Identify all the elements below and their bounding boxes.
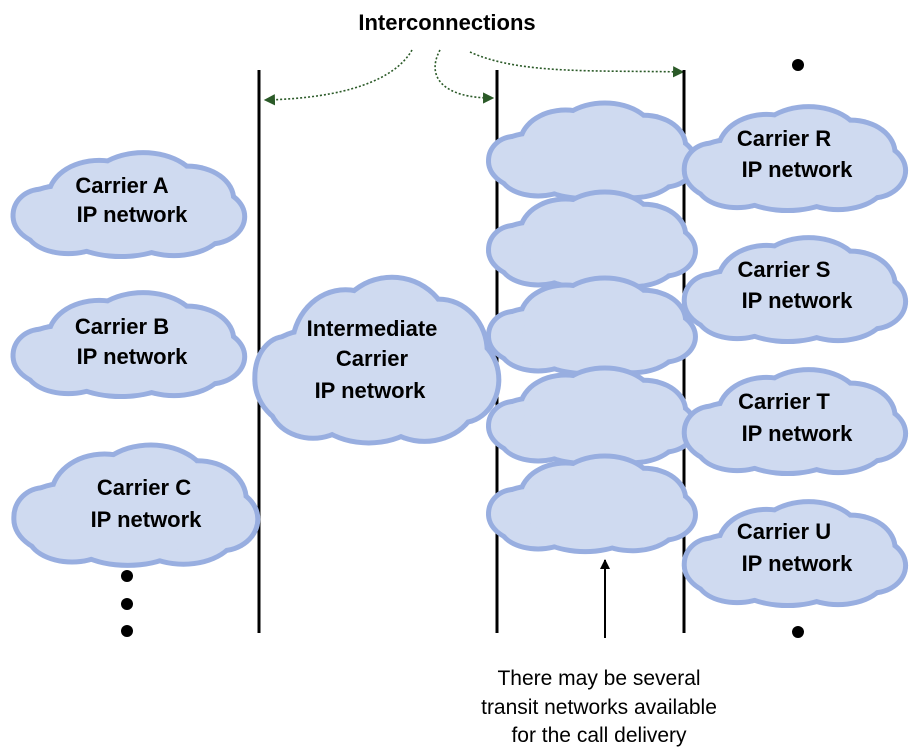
carrier-t-network: IP network xyxy=(742,421,854,446)
ellipsis-dot-left-2 xyxy=(121,598,133,610)
interconnection-arrow-1 xyxy=(263,49,413,106)
intermediate-carrier-line1: Intermediate xyxy=(307,316,438,341)
carrier-r-network: IP network xyxy=(742,157,854,182)
diagram-title: Interconnections xyxy=(358,10,535,35)
carrier-u-network: IP network xyxy=(742,551,854,576)
carrier-s-name: Carrier S xyxy=(738,257,831,282)
cloud-carrier-a xyxy=(10,150,248,260)
cloud-carrier-b xyxy=(10,290,248,400)
cloud-carrier-t xyxy=(681,367,909,477)
cloud-transit-4 xyxy=(486,365,698,467)
carrier-a-network: IP network xyxy=(77,202,189,227)
cloud-layer xyxy=(10,100,909,609)
interconnection-arrow-3 xyxy=(469,51,685,78)
ellipsis-dot-left-1 xyxy=(121,570,133,582)
ellipsis-dot-right-top xyxy=(792,59,804,71)
ellipsis-dot-left-3 xyxy=(121,625,133,637)
carrier-s-network: IP network xyxy=(742,288,854,313)
cloud-carrier-r xyxy=(681,104,909,214)
cloud-transit-2 xyxy=(486,189,698,291)
ellipsis-dot-right-bottom xyxy=(792,626,804,638)
carrier-t-name: Carrier T xyxy=(738,389,830,414)
cloud-carrier-s xyxy=(681,235,909,345)
intermediate-carrier-line3: IP network xyxy=(315,378,427,403)
cloud-carrier-c xyxy=(11,442,261,568)
intermediate-carrier-line2: Carrier xyxy=(336,346,409,371)
cloud-transit-3 xyxy=(486,275,698,377)
carrier-b-network: IP network xyxy=(77,344,189,369)
cloud-transit-5 xyxy=(486,453,698,555)
cloud-intermediate xyxy=(252,274,502,446)
interconnection-arrow-2 xyxy=(434,49,495,104)
carrier-c-network: IP network xyxy=(91,507,203,532)
carrier-r-name: Carrier R xyxy=(737,126,831,151)
carrier-c-name: Carrier C xyxy=(97,475,191,500)
transit-note-line3: for the call delivery xyxy=(511,724,687,747)
transit-note-line1: There may be several xyxy=(497,667,700,690)
carrier-a-name: Carrier A xyxy=(75,173,168,198)
cloud-transit-1 xyxy=(486,100,698,202)
transit-note-line2: transit networks available xyxy=(481,696,717,719)
carrier-u-name: Carrier U xyxy=(737,519,831,544)
carrier-b-name: Carrier B xyxy=(75,314,169,339)
cloud-carrier-u xyxy=(681,499,909,609)
